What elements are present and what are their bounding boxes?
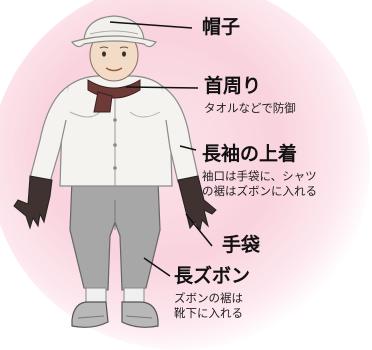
note-pants-line-1: ズボンの裾は <box>174 291 243 305</box>
hat-illustration <box>70 15 158 48</box>
shoes-illustration <box>71 301 159 328</box>
leader-line-neck <box>125 86 199 89</box>
label-gloves: 手袋 <box>222 234 261 256</box>
leader-line-pants <box>143 257 171 277</box>
label-jacket: 長袖の上着 <box>202 143 298 165</box>
figure-illustration <box>13 15 217 328</box>
leader-lines <box>109 21 213 277</box>
note-jacket-line-1: 袖口は手袋に、シャツ <box>202 169 317 183</box>
leader-line-jacket <box>179 145 197 151</box>
label-neck: 首周り <box>204 75 262 97</box>
note-jacket-line-2: の裾はズボンに入れる <box>202 184 317 198</box>
label-hat: 帽子 <box>202 16 241 38</box>
leader-line-hat <box>109 21 193 29</box>
label-pants: 長ズボン <box>174 265 251 287</box>
long-sleeve-jacket-illustration <box>29 75 199 187</box>
note-pants-line-2: 靴下に入れる <box>174 306 243 320</box>
leader-line-gloves <box>185 213 213 247</box>
neck-towel-illustration <box>87 79 141 113</box>
note-neck: タオルなどで防御 <box>204 101 296 115</box>
long-pants-illustration <box>69 179 161 291</box>
